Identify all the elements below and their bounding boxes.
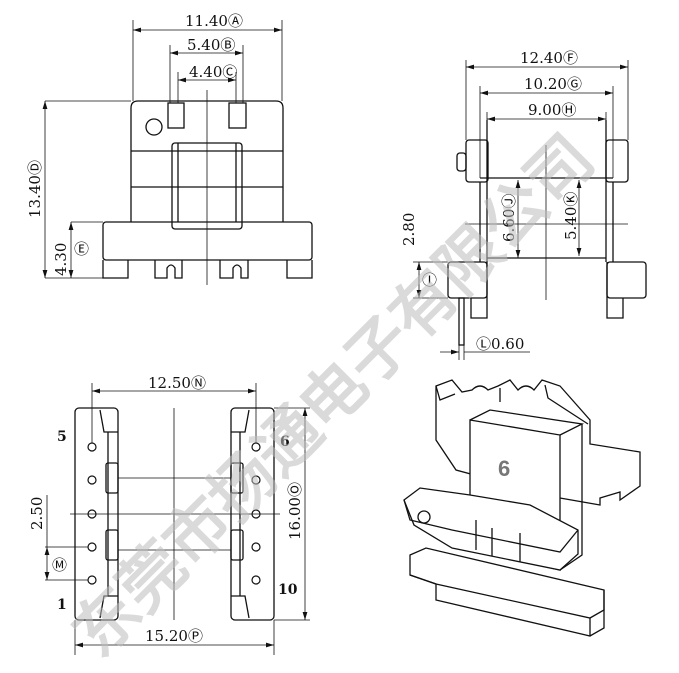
pin-5-label: 5 (57, 429, 67, 445)
dim-j: 6.60Ⓙ (500, 194, 518, 242)
dim-e-label: Ⓔ (74, 240, 89, 258)
dim-k: 5.40Ⓚ (562, 192, 580, 240)
dim-a: 11.40Ⓐ (185, 12, 243, 30)
dim-g: 10.20Ⓖ (524, 75, 582, 93)
dim-p: 15.20Ⓟ (145, 627, 203, 645)
iso-label: 6 (498, 456, 510, 481)
pin-1-label: 1 (57, 597, 67, 613)
dim-d: 13.40Ⓓ (26, 160, 44, 218)
dim-f: 12.40Ⓕ (520, 49, 578, 67)
dim-m-value: 2.50 (28, 497, 46, 530)
isometric-view: 6 (403, 379, 641, 637)
dim-c: 4.40Ⓒ (189, 63, 237, 81)
dim-o: 16.00Ⓞ (286, 482, 304, 540)
front-view: 11.40Ⓐ 5.40Ⓑ 4.40Ⓒ 13.40Ⓓ 4.30 Ⓔ (26, 12, 313, 285)
dim-i-label: Ⓘ (422, 271, 437, 289)
dim-n: 12.50Ⓝ (148, 374, 206, 392)
pin-6-label: 6 (280, 434, 290, 450)
pin-10-label: 10 (278, 582, 298, 598)
bottom-view: 12.50Ⓝ 16.00Ⓞ 15.20Ⓟ 2.50 Ⓜ 5 6 1 10 (28, 374, 310, 655)
dim-e-value: 4.30 (52, 243, 70, 276)
dim-h: 9.00Ⓗ (528, 101, 576, 119)
side-view: 12.40Ⓕ 10.20Ⓖ 9.00Ⓗ 2.80 Ⓘ 6.60Ⓙ 5.40Ⓚ Ⓛ… (400, 49, 647, 360)
dim-i-value: 2.80 (400, 213, 418, 246)
dim-l: Ⓛ0.60 (476, 335, 524, 353)
dim-m-label: Ⓜ (52, 556, 67, 574)
dim-b: 5.40Ⓑ (187, 36, 235, 54)
